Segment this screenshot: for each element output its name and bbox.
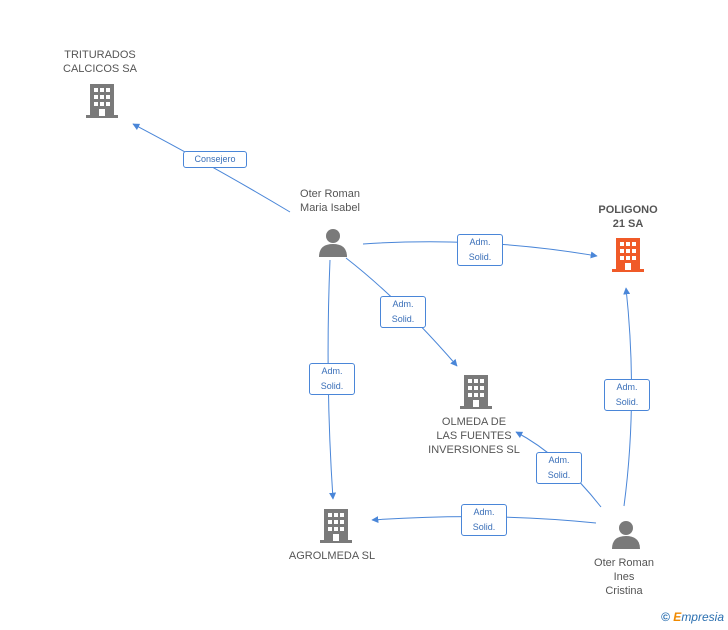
edge-label-maria-poligono: Adm. Solid. <box>457 234 503 266</box>
node-ines-label: Oter Roman Ines Cristina <box>594 557 654 597</box>
node-maria[interactable]: Oter Roman Maria Isabel <box>270 187 390 215</box>
node-olmeda-label: OLMEDA DE LAS FUENTES INVERSIONES SL <box>428 416 520 456</box>
building-icon <box>320 509 352 543</box>
node-triturados[interactable]: TRITURADOS CALCICOS SA <box>40 48 160 76</box>
edge-label-maria-agrolmeda: Adm. Solid. <box>309 363 355 395</box>
person-icon <box>319 229 347 257</box>
node-poligono[interactable]: POLIGONO 21 SA <box>578 203 678 231</box>
node-olmeda[interactable]: OLMEDA DE LAS FUENTES INVERSIONES SL <box>414 415 534 457</box>
edge-maria-triturados <box>132 123 291 213</box>
footer-brand: © Empresia <box>661 610 724 624</box>
brand-logo-e: E <box>673 610 682 624</box>
node-triturados-label: TRITURADOS CALCICOS SA <box>63 49 137 75</box>
copyright-icon: © <box>661 610 670 624</box>
edge-label-ines-poligono: Adm. Solid. <box>604 379 650 411</box>
building-icon <box>86 84 118 118</box>
node-agrolmeda-label: AGROLMEDA SL <box>288 550 376 562</box>
edge-label-consejero: Consejero <box>183 151 247 168</box>
person-icon <box>612 521 640 549</box>
node-ines[interactable]: Oter Roman Ines Cristina <box>574 556 674 598</box>
node-agrolmeda[interactable]: AGROLMEDA SL <box>272 549 392 563</box>
node-maria-label: Oter Roman Maria Isabel <box>300 188 360 214</box>
edge-label-ines-olmeda: Adm. Solid. <box>536 452 582 484</box>
building-icon <box>612 238 644 272</box>
building-icon <box>460 375 492 409</box>
edge-label-ines-agrolmeda: Adm. Solid. <box>461 504 507 536</box>
brand-logo-text: mpresia <box>681 610 724 624</box>
edge-label-maria-olmeda: Adm. Solid. <box>380 296 426 328</box>
node-poligono-label: POLIGONO 21 SA <box>598 204 658 230</box>
